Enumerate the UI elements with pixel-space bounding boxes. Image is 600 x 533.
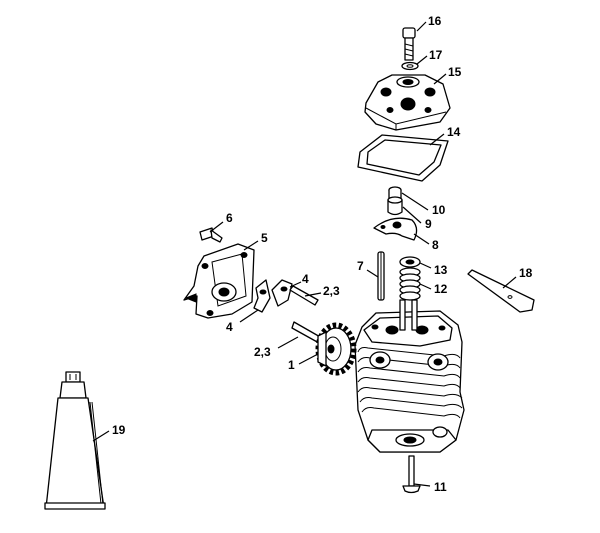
part-13-seal [399, 256, 421, 268]
callout-8: 8 [432, 238, 439, 252]
callout-18: 18 [519, 266, 533, 280]
leader-lines [92, 21, 517, 487]
callout-4-upper: 4 [302, 272, 309, 286]
part-19-tube [44, 371, 106, 510]
callout-19: 19 [112, 423, 126, 437]
callout-13: 13 [434, 263, 448, 277]
callout-5: 5 [261, 231, 268, 245]
callout-2-3-lower: 2,3 [254, 345, 271, 359]
part-17-washer [401, 61, 419, 71]
part-18-tool [467, 269, 535, 313]
part-11-valve [402, 455, 421, 494]
part-5-rocker-housing [183, 243, 255, 319]
callout-9: 9 [425, 217, 432, 231]
callout-labels: 16 17 15 14 10 9 8 13 12 7 18 6 5 4 2,3 … [112, 14, 533, 494]
part-8-rocker-arm [373, 217, 418, 241]
callout-6: 6 [226, 211, 233, 225]
part-1-gear [315, 322, 357, 376]
callout-17: 17 [429, 48, 443, 62]
part-7-push-rod [377, 251, 385, 301]
part-6-screw [199, 227, 223, 243]
part-9-retainer [387, 196, 403, 216]
callout-10: 10 [432, 203, 446, 217]
part-14-gasket [357, 134, 449, 182]
callout-2-3-upper: 2,3 [323, 284, 340, 298]
cylinder-head [354, 299, 465, 453]
part-4-lever-right [271, 279, 293, 307]
part-4-lever-left [253, 279, 271, 313]
part-12-spring [399, 267, 421, 301]
part-2-3-pin-upper [289, 285, 319, 306]
callout-15: 15 [448, 65, 462, 79]
callout-7: 7 [357, 259, 364, 273]
callout-16: 16 [428, 14, 442, 28]
part-15-valve-cover [364, 74, 451, 131]
callout-11: 11 [434, 480, 447, 494]
callout-4-lower: 4 [226, 320, 233, 334]
callout-14: 14 [447, 125, 461, 139]
callout-12: 12 [434, 282, 448, 296]
part-16-screw [402, 27, 416, 61]
callout-1: 1 [288, 358, 295, 372]
